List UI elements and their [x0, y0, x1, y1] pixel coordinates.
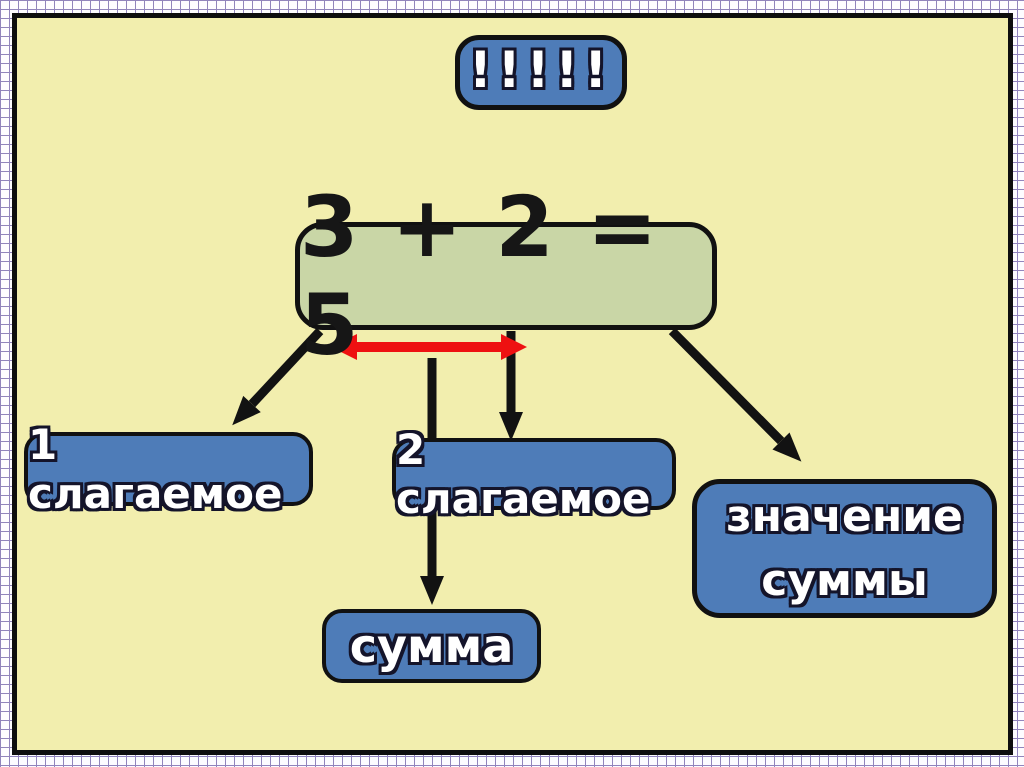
addend1-box: 1 слагаемое — [24, 420, 313, 518]
sum-value-line1: значение — [726, 490, 963, 542]
equation-box: 3 + 2 = 5 — [295, 178, 717, 374]
sum-value-box: значение суммы — [692, 479, 997, 618]
sum-label: сумма — [349, 619, 514, 673]
alert-box: !!!!! — [455, 35, 627, 110]
addend2-box: 2 слагаемое — [392, 425, 676, 523]
alert-label: !!!!! — [468, 40, 613, 99]
equation-text: 3 + 2 = 5 — [300, 178, 660, 374]
addend1-label: 1 слагаемое — [28, 420, 283, 518]
addend2-label: 2 слагаемое — [396, 425, 651, 523]
sum-value-line2: суммы — [761, 554, 928, 606]
sum-box: сумма — [322, 609, 541, 683]
